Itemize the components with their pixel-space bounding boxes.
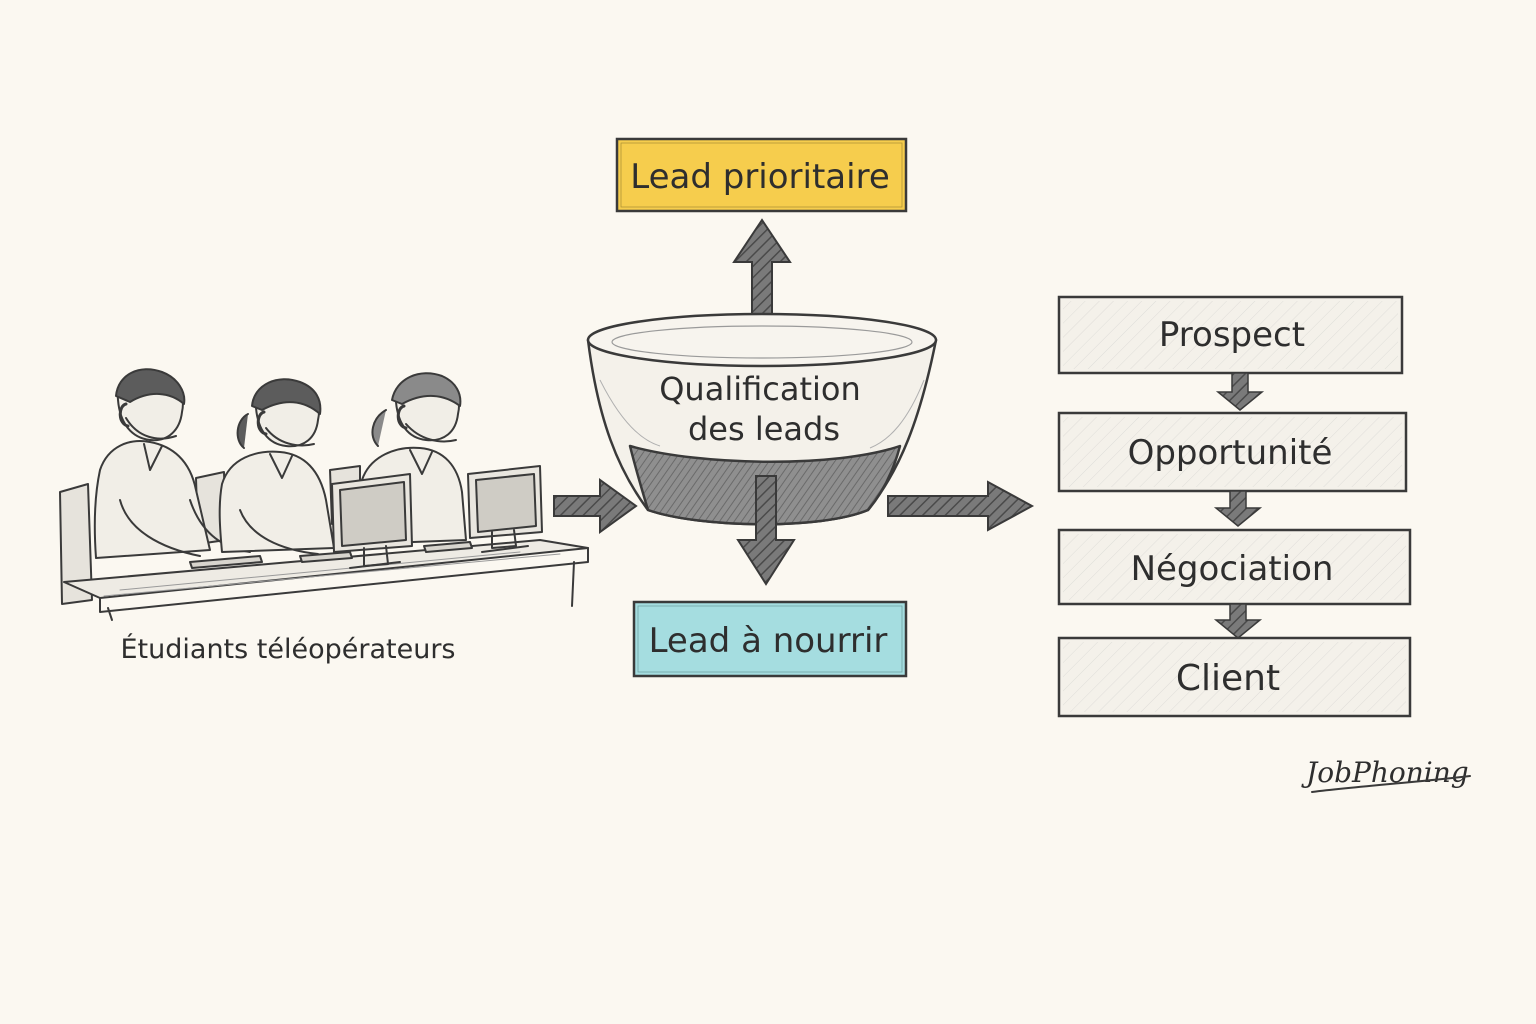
funnel-label-line-1: Qualification — [659, 370, 861, 408]
priority-lead-box: Lead prioritaire — [615, 137, 908, 213]
brand-signature: JobPhoning — [1301, 756, 1471, 793]
arrow-to-pipeline — [887, 480, 1035, 532]
pipeline-stage-label: Prospect — [1159, 315, 1305, 355]
pipeline-stage-label: Client — [1176, 658, 1280, 699]
pipeline-stage-label: Opportunité — [1128, 433, 1333, 473]
operators-label: Étudiants téléopérateurs — [121, 633, 456, 665]
arrow-to-funnel — [553, 478, 638, 534]
nurture-lead-label: Lead à nourrir — [649, 621, 888, 661]
operator-2-figure — [218, 378, 335, 555]
arrow-down-to-nurture — [736, 475, 796, 586]
nurture-lead-box: Lead à nourrir — [632, 600, 908, 678]
pipeline-stage-prospect: Prospect — [1057, 295, 1404, 375]
pipeline-stage-negotiation: Négociation — [1057, 528, 1412, 606]
sales-pipeline: Prospect Opportunité Négociation Client — [1057, 295, 1412, 718]
pipeline-stage-client: Client — [1057, 636, 1412, 718]
funnel-label-line-2: des leads — [688, 410, 840, 448]
pipeline-arrow-1 — [1215, 372, 1265, 411]
pipeline-stage-opportunity: Opportunité — [1057, 411, 1408, 493]
priority-lead-label: Lead prioritaire — [630, 157, 889, 197]
operators-illustration — [59, 368, 589, 621]
pipeline-arrow-2 — [1213, 490, 1263, 527]
operator-1-figure — [93, 368, 251, 559]
pipeline-stage-label: Négociation — [1131, 549, 1334, 589]
pipeline-arrow-3 — [1213, 603, 1263, 639]
